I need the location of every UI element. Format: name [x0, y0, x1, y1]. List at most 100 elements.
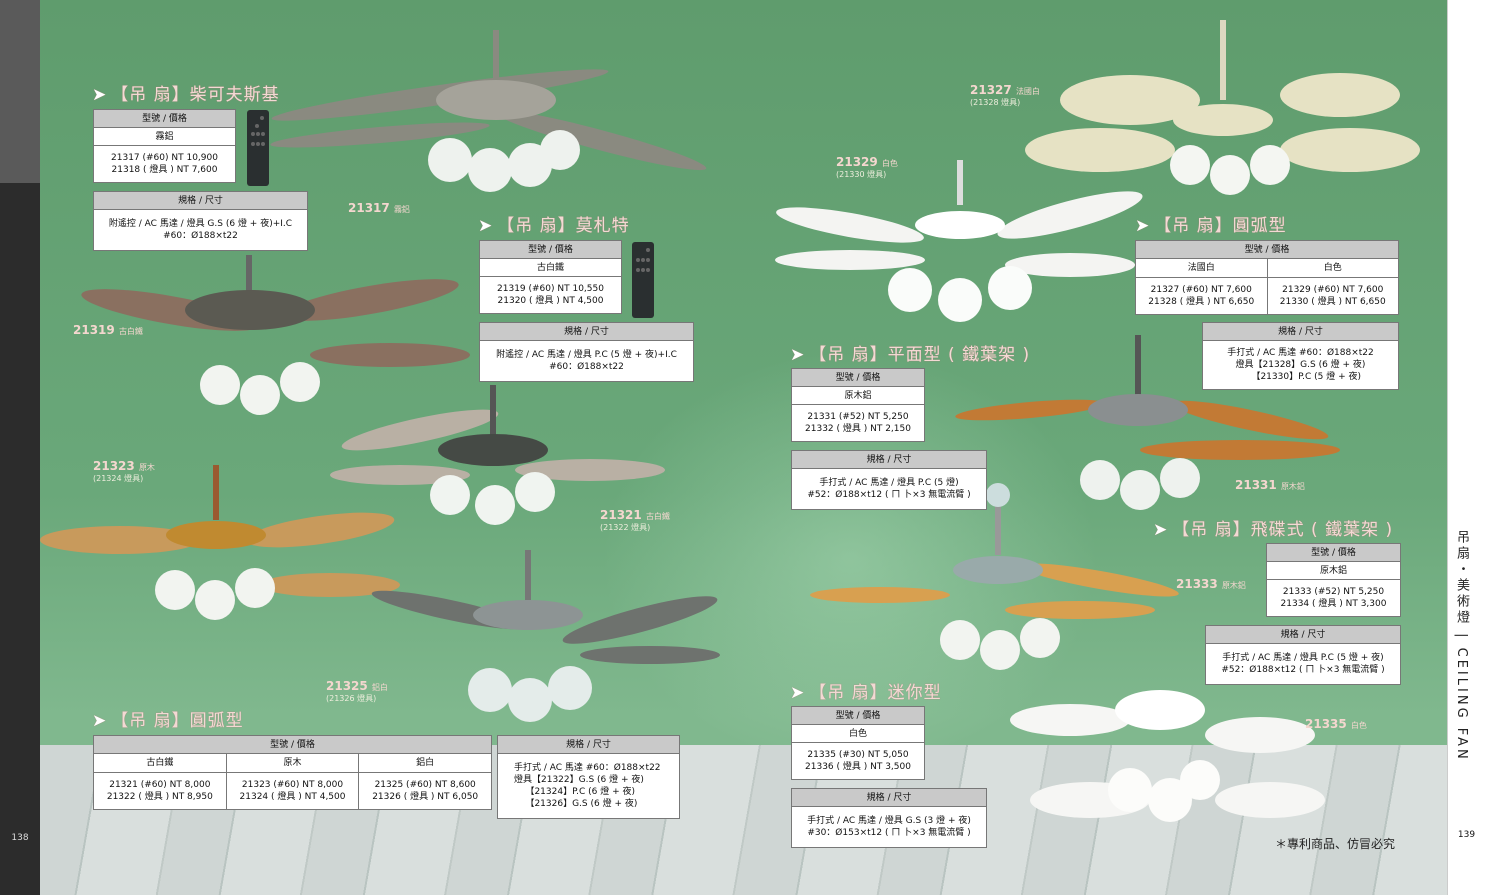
product-label: 21325 鋁白(21326 燈具) [326, 679, 388, 703]
table-header: 型號 / 價格 [792, 369, 924, 387]
finish-cell: 鋁白 [416, 758, 435, 768]
page-number-right: 139 [1457, 830, 1476, 840]
price-table-21335: 型號 / 價格 白色 21335 (#30) NT 5,050 21336 ( … [791, 706, 925, 780]
price-table-21319: 型號 / 價格 古白鐵 21319 (#60) NT 10,550 21320 … [479, 240, 622, 314]
spec-cell: 手打式 / AC 馬達 / 燈具 P.C (5 燈 + 夜) #52：Ø188×… [1221, 653, 1385, 675]
spec-cell: 手打式 / AC 馬達 / 燈具 P.C (5 燈) #52：Ø188×t12 … [807, 478, 971, 500]
table-header: 規格 / 尺寸 [498, 736, 679, 754]
arrow-icon: ➤ [790, 683, 806, 703]
spec-table-21331: 規格 / 尺寸 手打式 / AC 馬達 / 燈具 P.C (5 燈) #52：Ø… [791, 450, 987, 510]
remote-control-icon [632, 242, 654, 318]
section-title-mozart: ➤【吊 扇】莫札特 [478, 211, 630, 236]
price-cell: 21325 (#60) NT 8,600 21326 ( 燈具 ) NT 6,0… [372, 780, 479, 802]
spec-cell: 附遙控 / AC 馬達 / 燈具 G.S (6 燈 + 夜)+I.C #60：Ø… [108, 219, 293, 241]
product-label: 21335 白色 [1305, 717, 1367, 731]
price-table-21327: 型號 / 價格 法國白白色 21327 (#60) NT 7,600 21328… [1135, 240, 1399, 315]
price-cell: 21317 (#60) NT 10,900 21318 ( 燈具 ) NT 7,… [111, 153, 218, 175]
section-title-ufo: ➤【吊 扇】飛碟式 ( 鐵葉架 ) [1153, 515, 1393, 540]
arrow-icon: ➤ [1153, 520, 1169, 540]
product-label: 21317 霧鋁 [348, 201, 410, 215]
section-title-tchaikovsky: ➤【吊 扇】柴可夫斯基 [92, 80, 280, 105]
finish-cell: 古白鐵 [94, 754, 227, 772]
price-cell: 21333 (#52) NT 5,250 21334 ( 燈具 ) NT 3,3… [1280, 587, 1387, 609]
table-header: 型號 / 價格 [94, 736, 491, 754]
section-title-arc-left: ➤【吊 扇】圓弧型 [92, 706, 244, 731]
table-header: 型號 / 價格 [94, 110, 235, 128]
fan-21321-image [330, 385, 665, 525]
table-header: 規格 / 尺寸 [792, 451, 986, 469]
fan-illustrations [40, 20, 1420, 822]
left-page-edge: 138 [0, 0, 40, 895]
spec-table-21317: 規格 / 尺寸 附遙控 / AC 馬達 / 燈具 G.S (6 燈 + 夜)+I… [93, 191, 308, 251]
arrow-icon: ➤ [790, 345, 806, 365]
price-cell: 21319 (#60) NT 10,550 21320 ( 燈具 ) NT 4,… [497, 284, 604, 306]
price-cell: 21321 (#60) NT 8,000 21322 ( 燈具 ) NT 8,9… [94, 773, 227, 809]
section-title-text: 【吊 扇】柴可夫斯基 [111, 85, 280, 105]
fan-21323-image [40, 465, 400, 620]
product-label: 21327 法國白(21328 燈具) [970, 83, 1040, 107]
price-table-21317: 型號 / 價格 霧鋁 21317 (#60) NT 10,900 21318 (… [93, 109, 236, 183]
table-header: 型號 / 價格 [792, 707, 924, 725]
product-label: 21331 原木鋁 [1235, 478, 1305, 492]
fan-21327-image [1025, 20, 1420, 195]
page-number-left: 138 [11, 833, 29, 843]
product-label: 21333 原木鋁 [1176, 577, 1246, 591]
right-page-edge [1447, 0, 1486, 895]
arrow-icon: ➤ [92, 711, 108, 731]
spec-table-21321: 規格 / 尺寸 手打式 / AC 馬達 #60：Ø188×t22 燈具【2132… [497, 735, 680, 819]
side-label: 吊扇・美術燈 | CEILING FAN [1454, 530, 1469, 762]
spec-cell: 手打式 / AC 馬達 / 燈具 G.S (3 燈 + 夜) #30：Ø153×… [807, 816, 971, 838]
product-label: 21319 古白鐵 [73, 323, 143, 337]
finish-cell: 原木 [227, 754, 360, 772]
price-cell: 21331 (#52) NT 5,250 21332 ( 燈具 ) NT 2,1… [805, 412, 911, 434]
product-label: 21321 古白鐵(21322 燈具) [600, 508, 670, 532]
spec-table-21333: 規格 / 尺寸 手打式 / AC 馬達 / 燈具 P.C (5 燈 + 夜) #… [1205, 625, 1401, 685]
spec-table-21319: 規格 / 尺寸 附遙控 / AC 馬達 / 燈具 P.C (5 燈 + 夜)+I… [479, 322, 694, 382]
fan-21325-image [371, 550, 720, 722]
finish-cell: 原木鋁 [792, 387, 924, 405]
table-header: 型號 / 價格 [480, 241, 621, 259]
product-label: 21329 白色(21330 燈具) [836, 155, 898, 179]
finish-cell: 白色 [792, 725, 924, 743]
price-table-21321: 型號 / 價格 古白鐵原木 鋁白 21321 (#60) NT 8,000 213… [93, 735, 492, 810]
fan-21319-image [81, 255, 470, 415]
price-table-21333: 型號 / 價格 原木鋁 21333 (#52) NT 5,250 21334 (… [1266, 543, 1401, 617]
finish-cell: 古白鐵 [480, 259, 621, 277]
table-header: 規格 / 尺寸 [480, 323, 693, 341]
section-title-text: 【吊 扇】圓弧型 [1154, 216, 1287, 236]
table-header: 型號 / 價格 [1267, 544, 1400, 562]
finish-cell: 白色 [1323, 263, 1342, 273]
product-label: 21323 原木(21324 燈具) [93, 459, 155, 483]
spec-cell: 附遙控 / AC 馬達 / 燈具 P.C (5 燈 + 夜)+I.C #60：Ø… [496, 350, 677, 372]
fan-21329-image [775, 160, 1143, 322]
section-title-text: 【吊 扇】莫札特 [497, 216, 630, 236]
price-cell: 21323 (#60) NT 8,000 21324 ( 燈具 ) NT 4,5… [227, 773, 360, 809]
patent-footnote: ＊專利商品、仿冒必究 [1275, 837, 1396, 851]
section-title-text: 【吊 扇】迷你型 [809, 683, 942, 703]
spec-table-21327: 規格 / 尺寸 手打式 / AC 馬達 #60：Ø188×t22 燈具【2132… [1202, 322, 1399, 390]
table-header: 型號 / 價格 [1136, 241, 1398, 259]
price-table-21331: 型號 / 價格 原木鋁 21331 (#52) NT 5,250 21332 (… [791, 368, 925, 442]
arrow-icon: ➤ [92, 85, 108, 105]
arrow-icon: ➤ [1135, 216, 1151, 236]
section-title-text: 【吊 扇】圓弧型 [111, 711, 244, 731]
fan-21335-image [1010, 690, 1325, 822]
fan-21331-image [955, 335, 1340, 510]
finish-cell: 霧鋁 [94, 128, 235, 146]
table-header: 規格 / 尺寸 [1206, 626, 1400, 644]
price-cell: 21335 (#30) NT 5,050 21336 ( 燈具 ) NT 3,5… [805, 750, 911, 772]
section-title-mini: ➤【吊 扇】迷你型 [790, 678, 942, 703]
fan-21333-image [810, 483, 1179, 670]
arrow-icon: ➤ [478, 216, 494, 236]
section-title-text: 【吊 扇】飛碟式 ( 鐵葉架 ) [1172, 520, 1394, 540]
section-title-arc-right: ➤【吊 扇】圓弧型 [1135, 211, 1287, 236]
table-header: 規格 / 尺寸 [792, 789, 986, 807]
spec-table-21335: 規格 / 尺寸 手打式 / AC 馬達 / 燈具 G.S (3 燈 + 夜) #… [791, 788, 987, 848]
spec-cell: 手打式 / AC 馬達 #60：Ø188×t22 燈具【21328】G.S (6… [1227, 348, 1374, 382]
spec-cell: 手打式 / AC 馬達 #60：Ø188×t22 燈具【21322】G.S (6… [514, 763, 661, 809]
section-title-text: 【吊 扇】平面型 ( 鐵葉架 ) [809, 345, 1031, 365]
remote-control-icon [247, 110, 269, 186]
price-cell: 21327 (#60) NT 7,600 21328 ( 燈具 ) NT 6,6… [1136, 278, 1268, 314]
fan-21317-image [270, 30, 707, 192]
section-title-flat: ➤【吊 扇】平面型 ( 鐵葉架 ) [790, 340, 1030, 365]
